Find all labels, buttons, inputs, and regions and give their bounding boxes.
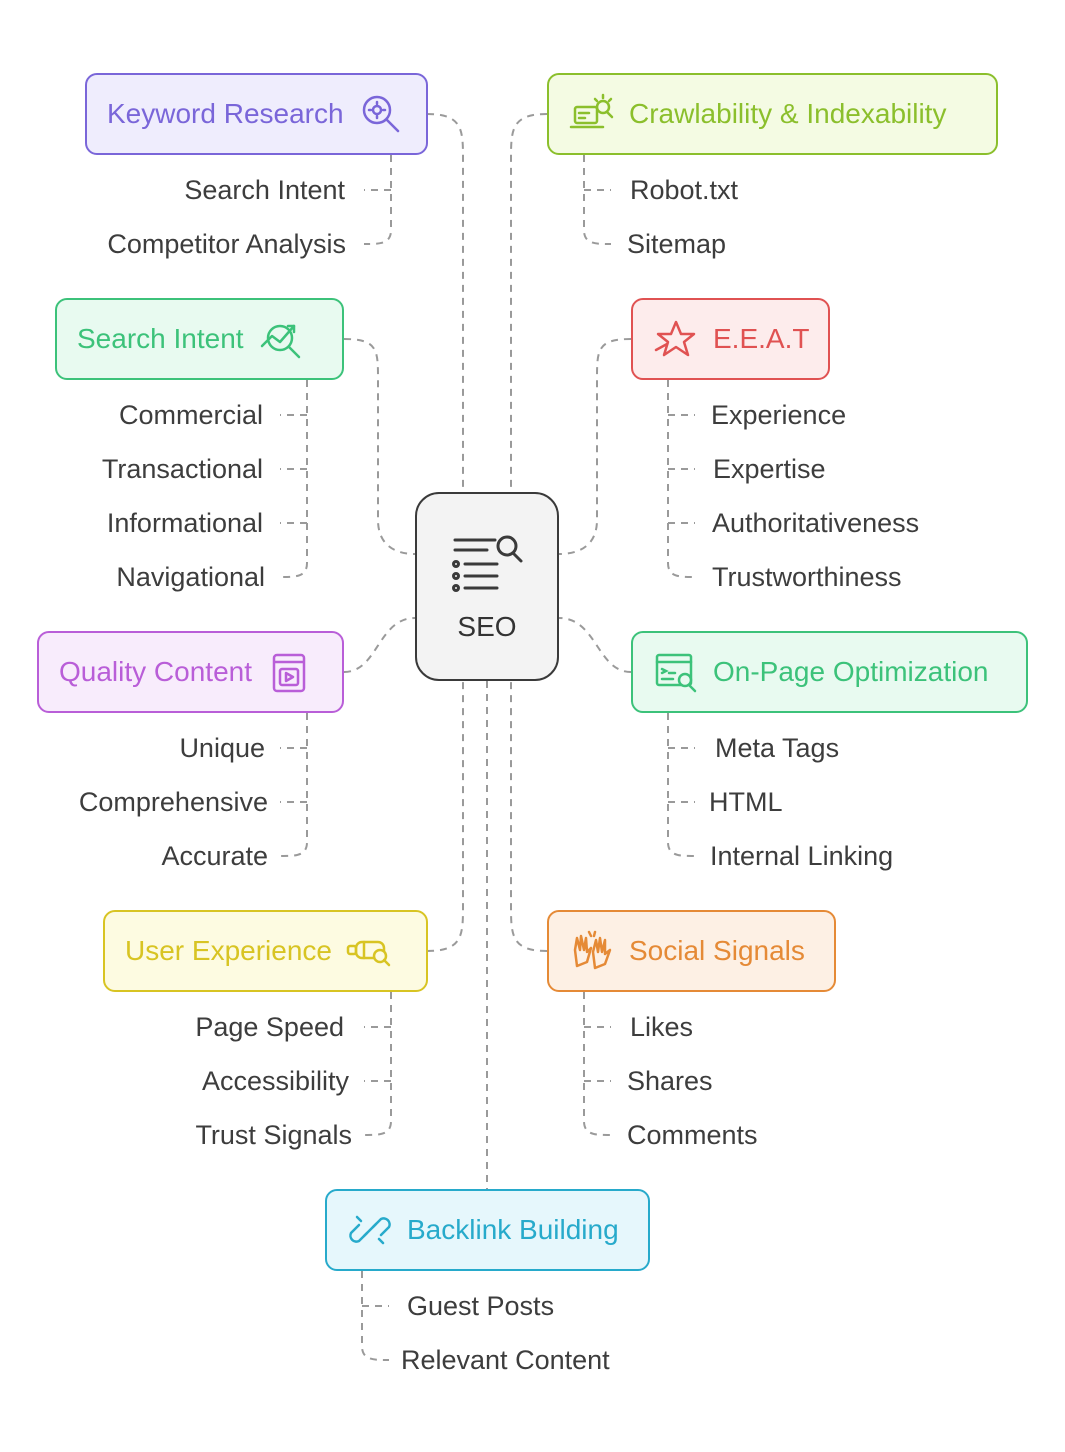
list-item: Commercial bbox=[118, 400, 263, 430]
seo-label: SEO bbox=[457, 611, 517, 642]
list-item: Robot.txt bbox=[630, 175, 739, 205]
trend-search-icon bbox=[258, 316, 304, 362]
list-item: Transactional bbox=[101, 454, 263, 484]
node-social-signals: Social Signals bbox=[547, 910, 836, 992]
list-item: Relevant Content bbox=[401, 1345, 610, 1375]
list-item: Internal Linking bbox=[710, 841, 894, 871]
list-item: Informational bbox=[106, 508, 263, 538]
node-search-intent: Search Intent bbox=[55, 298, 344, 380]
vr-headset-icon bbox=[346, 928, 392, 974]
browser-search-icon bbox=[653, 649, 699, 695]
high-five-hands-icon bbox=[569, 928, 615, 974]
crawler-laptop-icon bbox=[569, 91, 615, 137]
list-item: Comprehensive bbox=[78, 787, 268, 817]
node-label: Quality Content bbox=[59, 656, 252, 687]
list-item: Unique bbox=[179, 733, 265, 763]
node-label: Social Signals bbox=[629, 935, 805, 966]
list-item: Shares bbox=[627, 1066, 713, 1096]
list-item: Meta Tags bbox=[715, 733, 840, 763]
node-label: Crawlability & Indexability bbox=[629, 98, 947, 129]
list-item: Experience bbox=[711, 400, 847, 430]
node-user-experience: User Experience bbox=[103, 910, 428, 992]
keyword-research-icon bbox=[358, 91, 404, 137]
list-item: Expertise bbox=[713, 454, 826, 484]
node-backlink-building: Backlink Building bbox=[325, 1189, 650, 1271]
list-item: Authoritativeness bbox=[712, 508, 920, 538]
node-crawlability: Crawlability & Indexability bbox=[547, 73, 998, 155]
list-item: Accessibility bbox=[201, 1066, 349, 1096]
node-on-page-optimization: On-Page Optimization bbox=[631, 631, 1028, 713]
list-item: Navigational bbox=[116, 562, 265, 592]
node-label: User Experience bbox=[125, 935, 332, 966]
node-label: Backlink Building bbox=[407, 1214, 619, 1245]
list-item: Trustworthiness bbox=[712, 562, 902, 592]
list-item: Trust Signals bbox=[195, 1120, 352, 1150]
list-item: Likes bbox=[630, 1012, 694, 1042]
node-label: E.E.A.T bbox=[713, 323, 810, 354]
list-item: Search Intent bbox=[184, 175, 345, 205]
list-item: Accurate bbox=[161, 841, 268, 871]
node-keyword-research: Keyword Research bbox=[85, 73, 428, 155]
seo-center-node: SEO bbox=[415, 492, 559, 681]
list-item: Sitemap bbox=[627, 229, 727, 259]
node-label: Keyword Research bbox=[107, 98, 344, 129]
list-item: Guest Posts bbox=[407, 1291, 555, 1321]
node-quality-content: Quality Content bbox=[37, 631, 344, 713]
list-item: Page Speed bbox=[195, 1012, 344, 1042]
node-label: On-Page Optimization bbox=[713, 656, 989, 687]
list-item: Comments bbox=[627, 1120, 758, 1150]
video-document-icon bbox=[266, 649, 312, 695]
node-label: Search Intent bbox=[77, 323, 244, 354]
list-item: Competitor Analysis bbox=[107, 229, 346, 259]
node-eeat: E.E.A.T bbox=[631, 298, 830, 380]
link-icon bbox=[347, 1207, 393, 1253]
seo-search-list-icon bbox=[447, 530, 527, 605]
list-item: HTML bbox=[709, 787, 783, 817]
star-icon bbox=[653, 316, 699, 362]
